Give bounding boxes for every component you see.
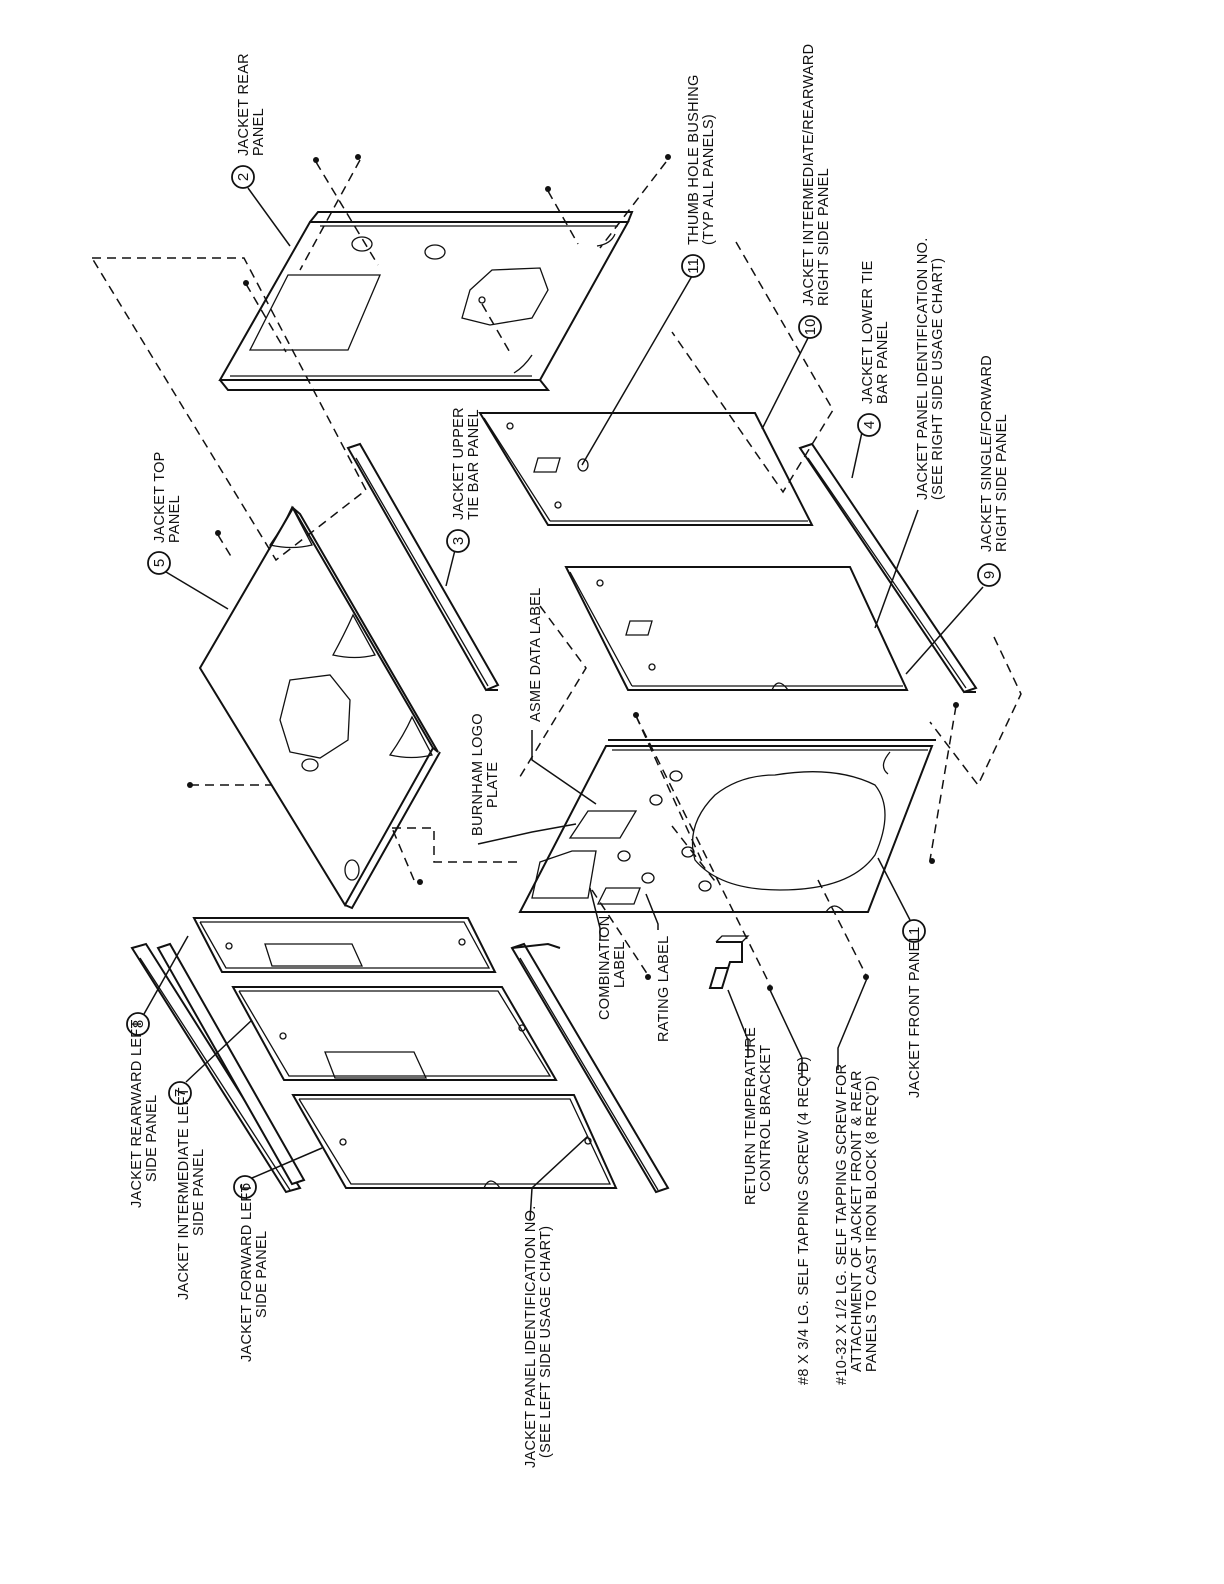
burnham-logo-line-1: BURNHAM LOGO <box>470 713 486 836</box>
jacket-rearward-left-side-panel <box>192 917 497 973</box>
callout-1-number: 1 <box>906 927 923 935</box>
callout-6-label-line-2: SIDE PANEL <box>254 1231 270 1318</box>
jacket-panel-id-right-line-1: JACKET PANEL IDENTIFICATION NO. <box>915 237 931 500</box>
callout-10-text: 10 JACKET INTERMEDIATE/REARWARD RIGHT SI… <box>801 44 832 336</box>
callout-5-label-line-1: JACKET TOP <box>152 451 168 543</box>
screw-10-line-1: #10-32 X 1/2 LG. SELF TAPPING SCREW FOR <box>834 1064 850 1385</box>
combination-label-line-2: LABEL <box>612 941 628 988</box>
callout-9-label-line-2: RIGHT SIDE PANEL <box>994 414 1010 552</box>
callout-9-number: 9 <box>981 571 998 579</box>
callout-3-label-line-2: TIE BAR PANEL <box>466 409 482 520</box>
bracket-label-line-2: CONTROL BRACKET <box>758 1045 774 1192</box>
return-temperature-control-bracket <box>708 935 750 989</box>
callout-3-label-line-1: JACKET UPPER <box>451 407 467 520</box>
callout-bubbles <box>126 165 1001 1199</box>
callout-2-label-line-2: PANEL <box>251 108 267 156</box>
jacket-top-panel <box>198 505 441 910</box>
callout-2-label-line-1: JACKET REAR <box>236 53 252 156</box>
asme-data-label-line-1: ASME DATA LABEL <box>528 587 544 722</box>
asme-data-label-text: ASME DATA LABEL <box>528 587 544 722</box>
callout-11-number: 11 <box>685 258 702 274</box>
left-lower-tie-bar <box>510 942 670 1194</box>
callout-11-text: 11 THUMB HOLE BUSHING (TYP ALL PANELS) <box>685 74 717 273</box>
callout-6-label-line-1: JACKET FORWARD LEFT <box>239 1183 255 1362</box>
callout-4-label-line-2: BAR PANEL <box>875 321 891 404</box>
combination-label-line-1: COMBINATION <box>597 915 613 1020</box>
combination-label-text: COMBINATION LABEL <box>597 915 628 1020</box>
callout-6-text: 6 JACKET FORWARD LEFT SIDE PANEL <box>237 1183 270 1362</box>
callout-10-label-line-1: JACKET INTERMEDIATE/REARWARD <box>801 44 817 306</box>
jacket-upper-tie-bar-panel <box>346 442 500 692</box>
callout-9-label-line-1: JACKET SINGLE/FORWARD <box>979 355 995 552</box>
callout-10-number: 10 <box>802 319 819 336</box>
callout-8-text: 8 JACKET REARWARD LEFT SIDE PANEL <box>129 1019 160 1208</box>
callout-5-text: 5 JACKET TOP PANEL <box>151 451 183 567</box>
screw-8-text: #8 X 3/4 LG. SELF TAPPING SCREW (4 REQ'D… <box>796 1056 812 1385</box>
callout-2-text: 2 JACKET REAR PANEL <box>235 53 267 181</box>
jacket-panel-id-right-line-2: (SEE RIGHT SIDE USAGE CHART) <box>930 258 946 500</box>
jacket-panel-id-right-text: JACKET PANEL IDENTIFICATION NO. (SEE RIG… <box>915 237 946 500</box>
screw-10-text: #10-32 X 1/2 LG. SELF TAPPING SCREW FOR … <box>834 1064 880 1385</box>
alignment-dashed-lines <box>91 159 1022 986</box>
callout-8-label-line-1: JACKET REARWARD LEFT <box>129 1019 145 1208</box>
jacket-panel-id-left-line-2: (SEE LEFT SIDE USAGE CHART) <box>538 1226 554 1458</box>
callout-10-label-line-2: RIGHT SIDE PANEL <box>816 168 832 306</box>
burnham-logo-plate-text: BURNHAM LOGO PLATE <box>470 713 501 836</box>
callout-7-label-line-2: SIDE PANEL <box>191 1149 207 1236</box>
screw-markers <box>187 154 959 991</box>
burnham-logo-line-2: PLATE <box>485 762 501 808</box>
return-temperature-bracket-text: RETURN TEMPERATURE CONTROL BRACKET <box>743 1027 774 1205</box>
callout-8-number: 8 <box>130 1020 147 1028</box>
callout-3-text: 3 JACKET UPPER TIE BAR PANEL <box>450 407 482 545</box>
screw-10-line-2: ATTACHMENT OF JACKET FRONT & REAR <box>849 1070 865 1372</box>
rating-label-text: RATING LABEL <box>656 936 672 1042</box>
callout-5-number: 5 <box>151 559 168 567</box>
left-upper-tie-bar <box>130 942 306 1194</box>
callout-1-text: 1 JACKET FRONT PANEL <box>906 927 923 1098</box>
jacket-single-forward-right-side-panel <box>564 566 909 691</box>
callout-7-label-line-1: JACKET INTERMEDIATE LEFT <box>176 1087 192 1300</box>
screw-10-line-3: PANELS TO CAST IRON BLOCK (8 REQ'D) <box>864 1075 880 1372</box>
jacket-panel-id-left-line-1: JACKET PANEL IDENTIFICATION NO. <box>523 1205 539 1468</box>
jacket-panel-id-left-text: JACKET PANEL IDENTIFICATION NO. (SEE LEF… <box>523 1205 554 1468</box>
callout-5-label-line-2: PANEL <box>167 495 183 543</box>
callout-7-number: 7 <box>172 1089 189 1097</box>
jacket-rear-panel <box>218 211 634 391</box>
callout-8-label-line-2: SIDE PANEL <box>144 1095 160 1182</box>
leader-lines <box>143 187 984 1221</box>
callout-11-label-line-2: (TYP ALL PANELS) <box>701 114 717 245</box>
jacket-intermediate-left-side-panel <box>231 986 558 1081</box>
screw-8-line-1: #8 X 3/4 LG. SELF TAPPING SCREW (4 REQ'D… <box>796 1056 812 1385</box>
bracket-label-line-1: RETURN TEMPERATURE <box>743 1027 759 1205</box>
callout-3-number: 3 <box>450 537 467 545</box>
jacket-intermediate-rearward-right-side-panel <box>478 412 814 526</box>
callout-7-text: 7 JACKET INTERMEDIATE LEFT SIDE PANEL <box>172 1087 207 1300</box>
jacket-lower-tie-bar-panel <box>798 442 978 694</box>
callout-4-number: 4 <box>861 421 878 429</box>
callout-4-text: 4 JACKET LOWER TIE BAR PANEL <box>860 260 891 429</box>
jacket-front-panel <box>518 739 936 913</box>
callout-9-text: 9 JACKET SINGLE/FORWARD RIGHT SIDE PANEL <box>979 355 1010 579</box>
jacket-forward-left-side-panel <box>291 1094 618 1189</box>
callout-6-number: 6 <box>237 1183 254 1191</box>
callout-2-number: 2 <box>235 173 252 181</box>
callout-4-label-line-1: JACKET LOWER TIE <box>860 260 876 404</box>
rating-label-line-1: RATING LABEL <box>656 936 672 1042</box>
callout-11-label-line-1: THUMB HOLE BUSHING <box>686 74 702 245</box>
callout-1-label-line-1: JACKET FRONT PANEL <box>907 933 923 1098</box>
